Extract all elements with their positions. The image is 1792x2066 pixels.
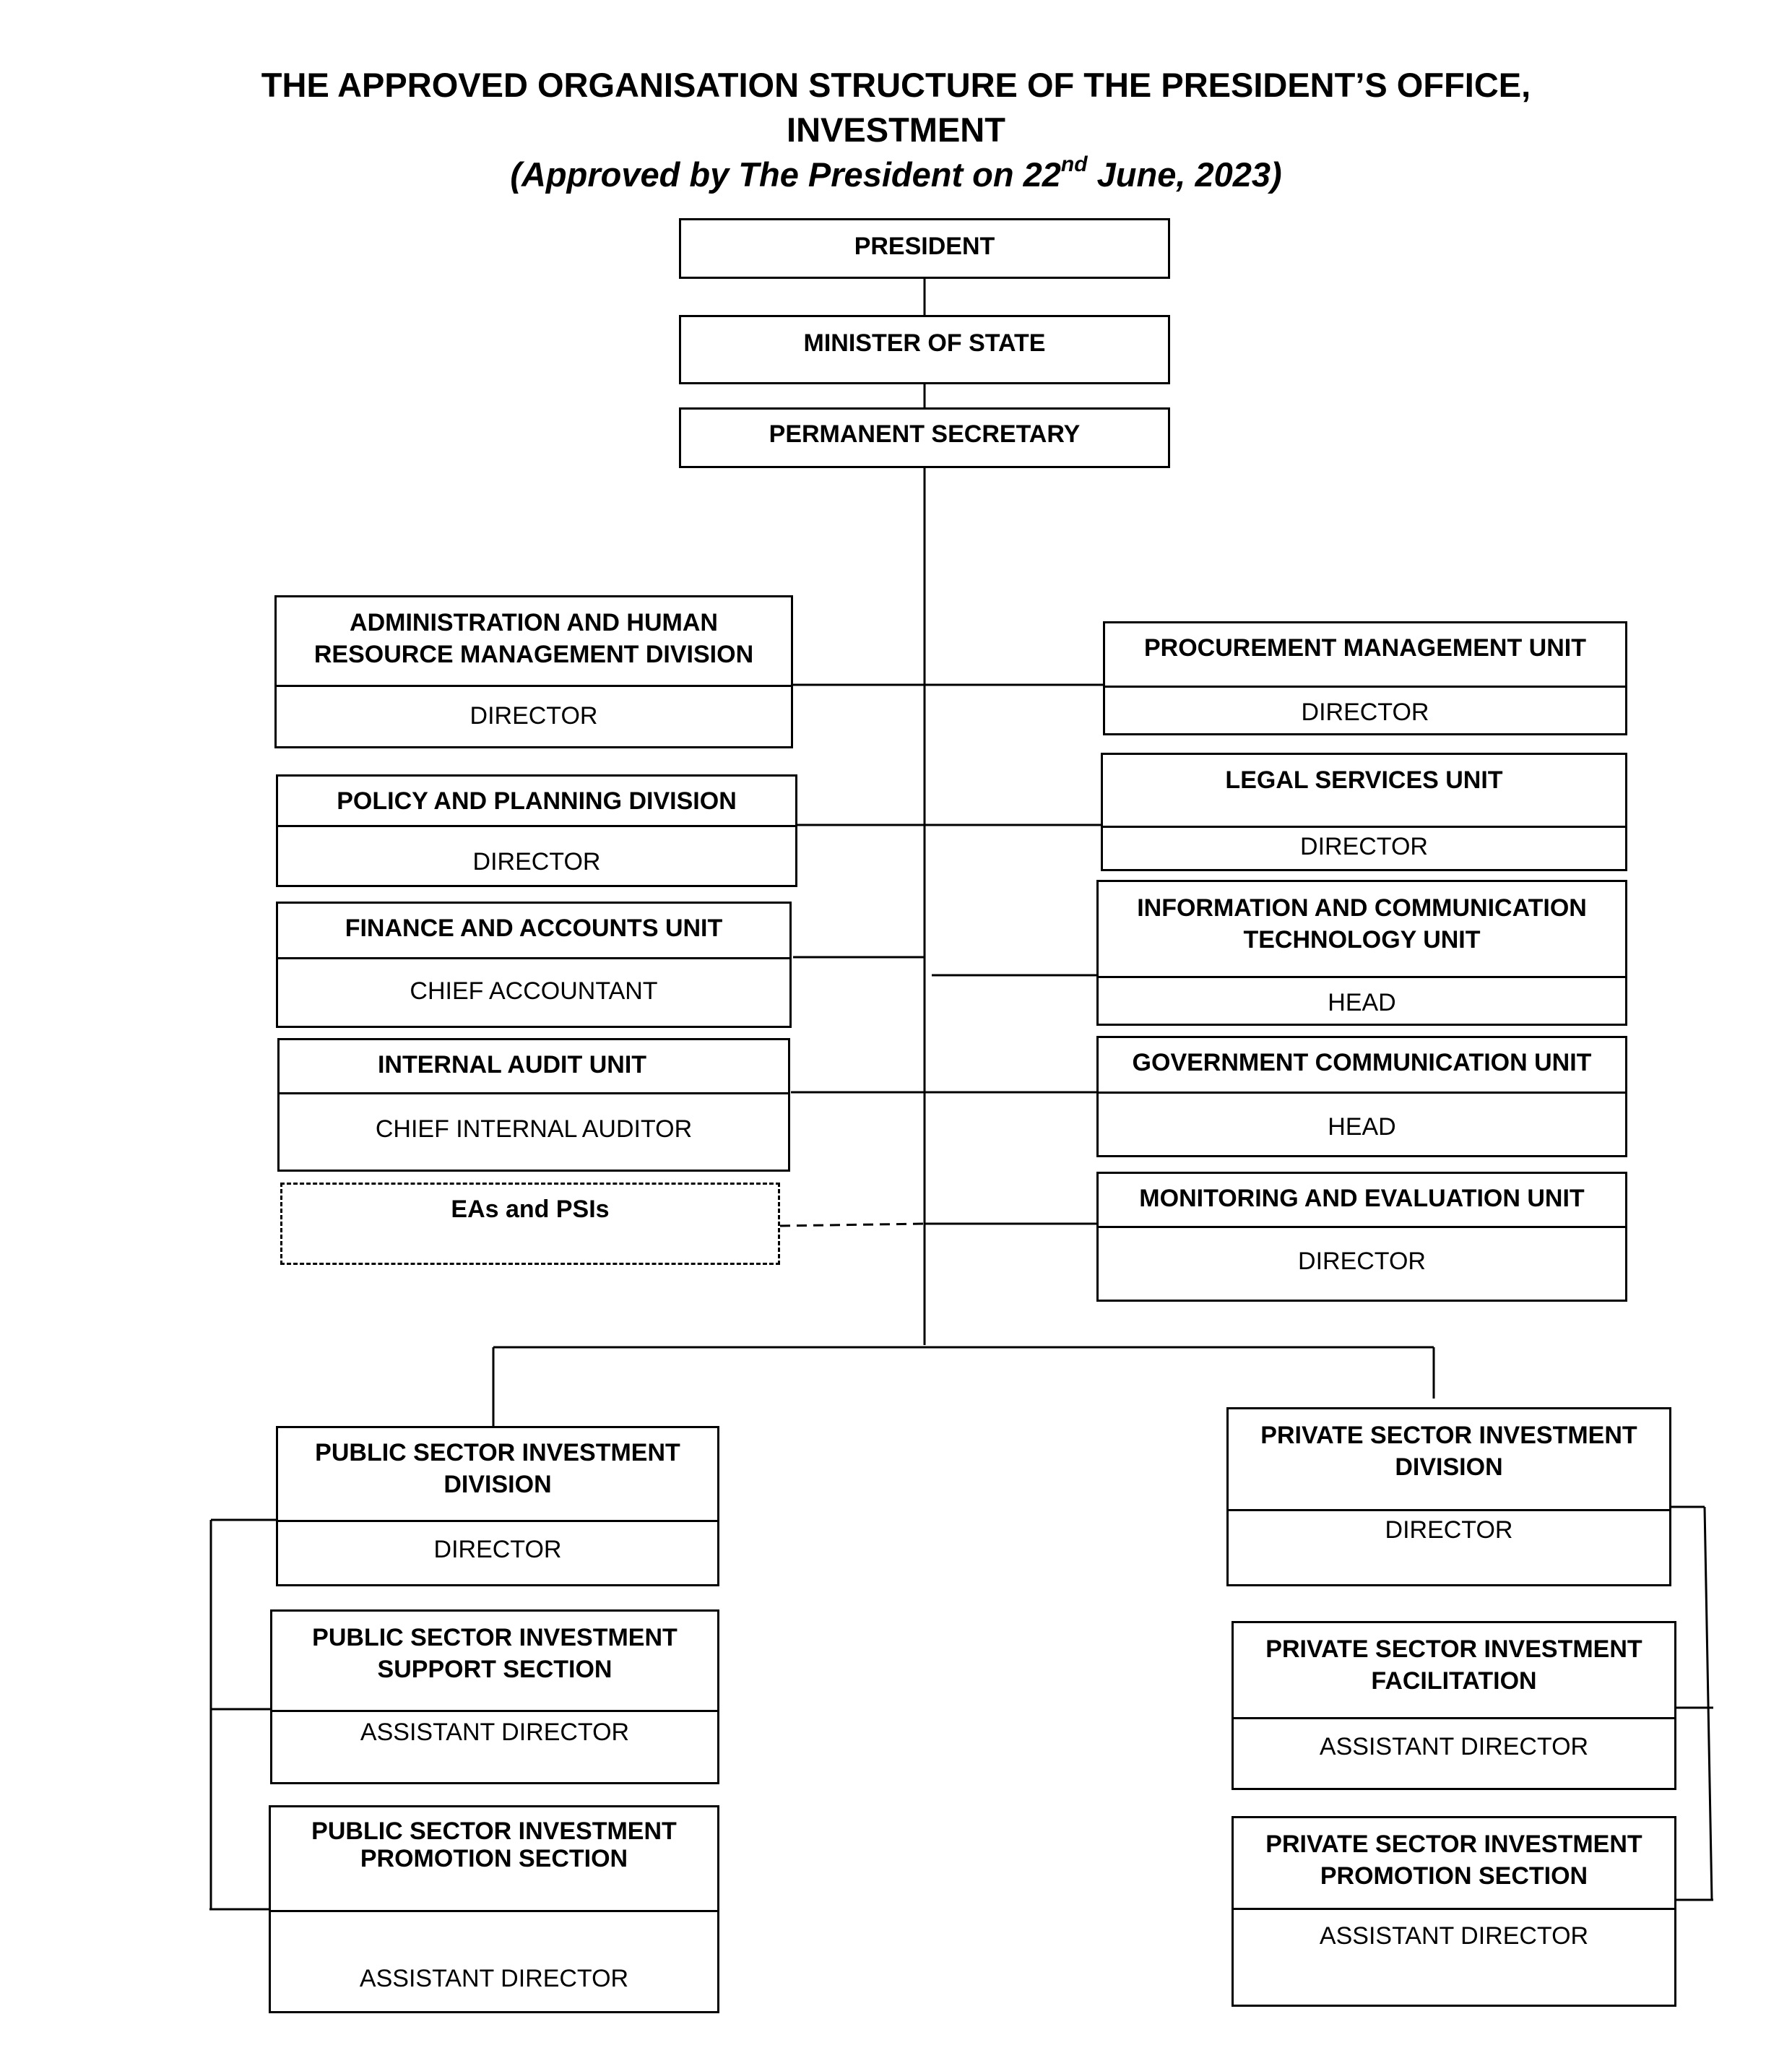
gov-communication-head: HEAD [1099,1092,1625,1143]
box-finance-accounts-unit: FINANCE AND ACCOUNTS UNIT CHIEF ACCOUNTA… [276,902,792,1028]
admin-hr-head: DIRECTOR [277,685,791,732]
internal-audit-head: CHIEF INTERNAL AUDITOR [280,1092,788,1145]
box-internal-audit-unit: INTERNAL AUDIT UNIT CHIEF INTERNAL AUDIT… [277,1038,790,1172]
legal-services-name: LEGAL SERVICES UNIT [1225,766,1503,794]
private-facilitation-head: ASSISTANT DIRECTOR [1234,1717,1674,1763]
procurement-head: DIRECTOR [1105,686,1625,728]
box-public-support-section: PUBLIC SECTOR INVESTMENT SUPPORT SECTION… [270,1609,719,1784]
minister-label: MINISTER OF STATE [803,329,1046,357]
private-division-name: PRIVATE SECTOR INVESTMENT DIVISION [1260,1422,1637,1481]
box-government-communication-unit: GOVERNMENT COMMUNICATION UNIT HEAD [1096,1036,1627,1157]
box-eas-and-psis: EAs and PSIs [280,1183,780,1265]
box-private-promotion-section: PRIVATE SECTOR INVESTMENT PROMOTION SECT… [1232,1816,1676,2007]
policy-planning-head: DIRECTOR [278,825,795,878]
president-label: PRESIDENT [854,233,995,260]
approval-superscript: nd [1060,152,1088,177]
page-title-line2: INVESTMENT [787,111,1005,149]
public-support-name: PUBLIC SECTOR INVESTMENT SUPPORT SECTION [312,1624,678,1683]
private-promotion-name: PRIVATE SECTOR INVESTMENT PROMOTION SECT… [1265,1831,1642,1890]
box-monitoring-evaluation-unit: MONITORING AND EVALUATION UNIT DIRECTOR [1096,1172,1627,1302]
box-legal-services-unit: LEGAL SERVICES UNIT DIRECTOR [1101,753,1627,871]
public-promotion-name: PUBLIC SECTOR INVESTMENT PROMOTION SECTI… [311,1818,677,1872]
box-ict-unit: INFORMATION AND COMMUNICATION TECHNOLOGY… [1096,880,1627,1026]
public-support-head: ASSISTANT DIRECTOR [272,1710,717,1748]
ict-head: HEAD [1099,976,1625,1019]
public-promotion-head: ASSISTANT DIRECTOR [271,1910,717,1994]
private-facilitation-name: PRIVATE SECTOR INVESTMENT FACILITATION [1265,1635,1642,1695]
legal-services-head: DIRECTOR [1103,826,1625,863]
box-permanent-secretary: PERMANENT SECRETARY [679,407,1170,468]
internal-audit-name: INTERNAL AUDIT UNIT [377,1051,647,1079]
page-title-line1: THE APPROVED ORGANISATION STRUCTURE OF T… [261,66,1531,104]
box-procurement-management-unit: PROCUREMENT MANAGEMENT UNIT DIRECTOR [1103,621,1627,735]
procurement-name: PROCUREMENT MANAGEMENT UNIT [1144,634,1586,662]
approval-subtitle: (Approved by The President on 22nd June,… [0,153,1792,196]
box-private-sector-investment-division: PRIVATE SECTOR INVESTMENT DIVISION DIREC… [1226,1407,1671,1586]
monitoring-evaluation-name: MONITORING AND EVALUATION UNIT [1139,1185,1585,1212]
policy-planning-name: POLICY AND PLANNING DIVISION [337,787,737,815]
private-promotion-head: ASSISTANT DIRECTOR [1234,1908,1674,1952]
box-admin-hr-division: ADMINISTRATION AND HUMAN RESOURCE MANAGE… [274,595,793,748]
box-president: PRESIDENT [679,218,1170,279]
permanent-secretary-label: PERMANENT SECRETARY [769,420,1081,448]
box-public-promotion-section: PUBLIC SECTOR INVESTMENT PROMOTION SECTI… [269,1805,719,2013]
public-division-head: DIRECTOR [278,1520,717,1565]
gov-communication-name: GOVERNMENT COMMUNICATION UNIT [1132,1049,1592,1076]
public-division-name: PUBLIC SECTOR INVESTMENT DIVISION [315,1439,680,1498]
box-public-sector-investment-division: PUBLIC SECTOR INVESTMENT DIVISION DIRECT… [276,1426,719,1586]
finance-accounts-head: CHIEF ACCOUNTANT [278,957,789,1007]
finance-accounts-name: FINANCE AND ACCOUNTS UNIT [345,915,723,942]
eas-psis-label: EAs and PSIs [451,1196,610,1223]
private-division-head: DIRECTOR [1229,1509,1669,1546]
monitoring-evaluation-head: DIRECTOR [1099,1226,1625,1277]
approval-suffix: June, 2023) [1087,155,1282,194]
connector-eas-dashed [779,1222,925,1227]
box-policy-planning-division: POLICY AND PLANNING DIVISION DIRECTOR [276,774,797,887]
box-minister-of-state: MINISTER OF STATE [679,315,1170,384]
connector-private-bracket-vertical [1703,1506,1713,1901]
admin-hr-name: ADMINISTRATION AND HUMAN RESOURCE MANAGE… [313,609,754,668]
ict-name: INFORMATION AND COMMUNICATION TECHNOLOGY… [1137,894,1587,954]
box-private-facilitation-section: PRIVATE SECTOR INVESTMENT FACILITATION A… [1232,1621,1676,1790]
approval-prefix: (Approved by The President on 22 [510,155,1061,194]
